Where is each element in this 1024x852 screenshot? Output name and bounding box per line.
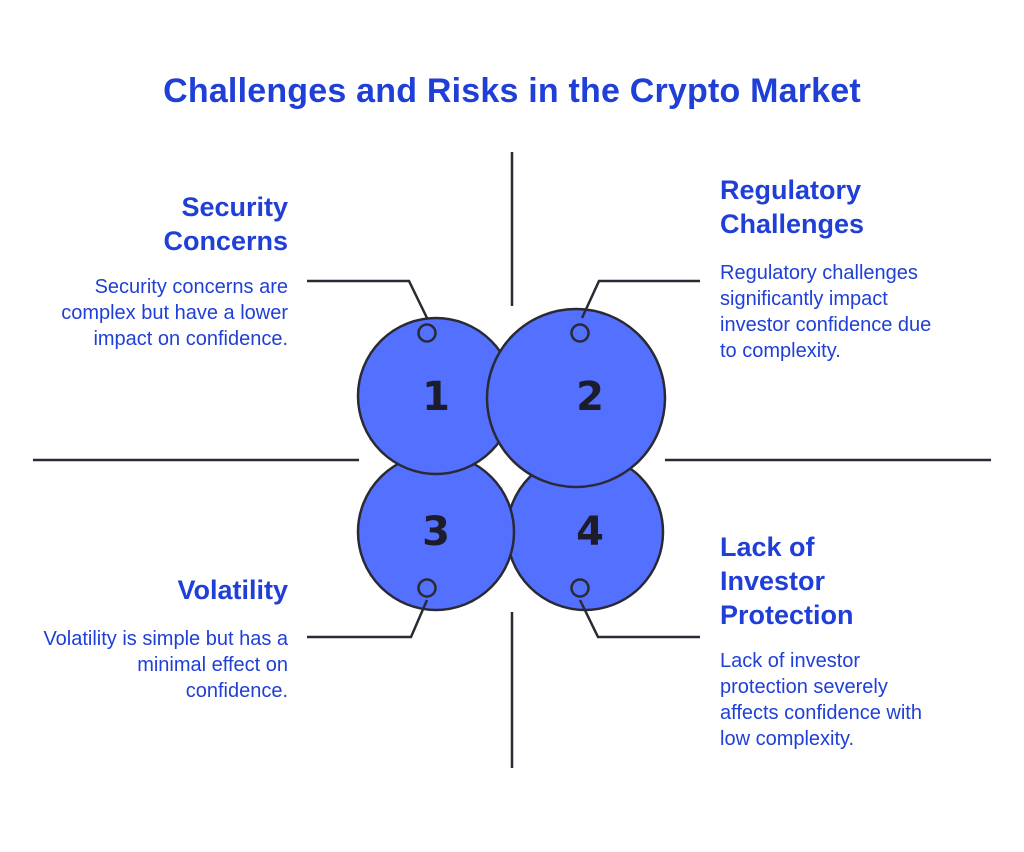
- connector-dot-2: [570, 323, 590, 343]
- circle-number-4: 4: [576, 509, 604, 555]
- heading-lack-of-investor-protection: Lack of Investor Protection: [720, 532, 854, 630]
- circle-number-2: 2: [576, 374, 604, 420]
- diagram-title: Challenges and Risks in the Crypto Marke…: [163, 72, 861, 110]
- connector-2: [580, 279, 700, 319]
- circle-2: [485, 307, 667, 489]
- connector-dot-4: [570, 578, 590, 598]
- desc-security-concerns: Security concerns are complex but have a…: [61, 276, 288, 350]
- connector-dot-3: [417, 578, 437, 598]
- heading-security-concerns: Security Concerns: [163, 192, 288, 256]
- connector-dot-1: [417, 323, 437, 343]
- circle-number-1: 1: [422, 374, 450, 420]
- circle-number-3: 3: [422, 509, 450, 555]
- heading-regulatory-challenges: Regulatory Challenges: [720, 175, 865, 239]
- connector-3: [307, 599, 429, 639]
- desc-regulatory-challenges: Regulatory challenges significantly impa…: [720, 262, 932, 362]
- desc-volatility: Volatility is simple but has a minimal e…: [43, 628, 288, 702]
- connector-1: [307, 279, 429, 319]
- heading-volatility: Volatility: [177, 575, 288, 605]
- desc-lack-of-investor-protection: Lack of investor protection severely aff…: [720, 650, 922, 750]
- connector-4: [578, 599, 700, 639]
